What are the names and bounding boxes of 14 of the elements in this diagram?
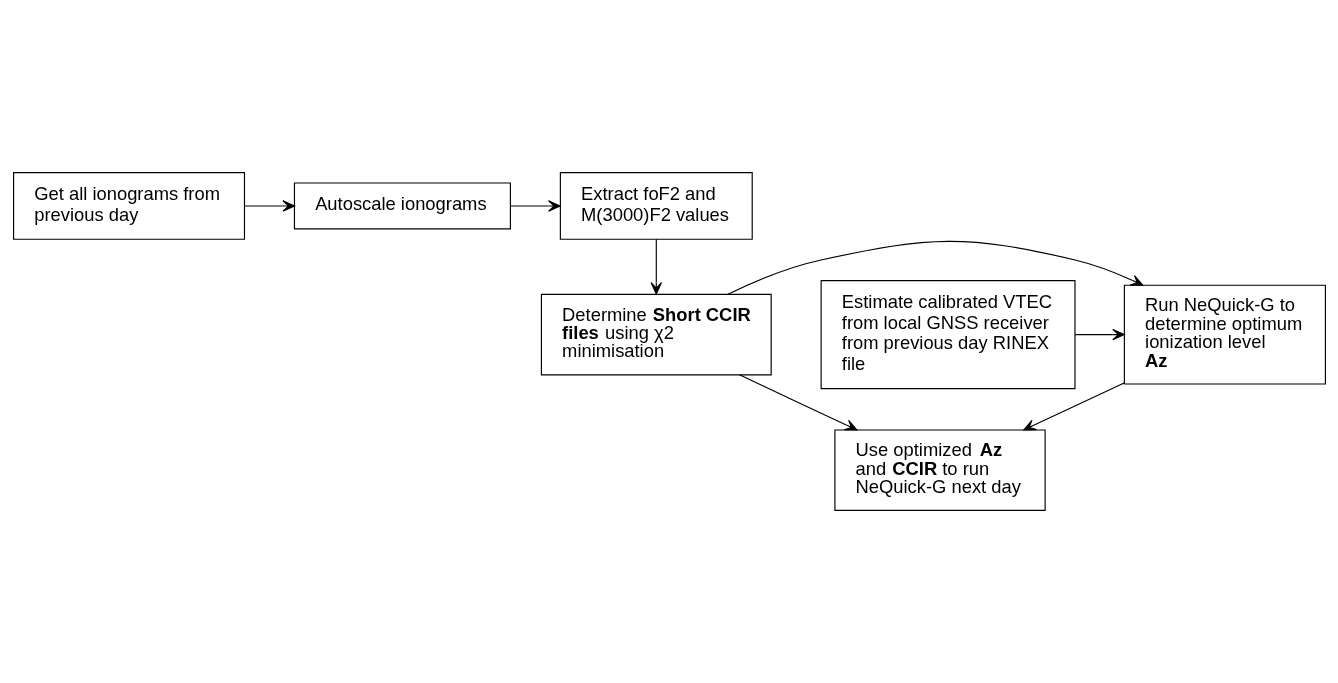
node-box: Estimate calibrated VTEC from local GNSS receiver from previous day RINEX file <box>820 280 1076 390</box>
arrow <box>243 200 295 212</box>
arrow <box>1074 328 1125 341</box>
arrow <box>509 200 561 212</box>
node-box: Run NeQuick-G to determine optimum ionization level Az <box>1123 284 1326 385</box>
node-box: Autoscale ionograms <box>293 182 511 230</box>
node-box: Extract foF2 and M(3000)F2 values <box>559 172 753 240</box>
arrow <box>726 240 1143 295</box>
arrow <box>1022 382 1125 431</box>
node-box: Get all ionograms from previous day <box>12 172 245 240</box>
node-box: Determine Short CCIR files using χ2 minimisation <box>540 293 772 376</box>
arrow <box>738 374 857 431</box>
arrow <box>650 238 662 295</box>
node-box: Use optimized Az and CCIR to run NeQuick-G next day <box>833 429 1046 511</box>
